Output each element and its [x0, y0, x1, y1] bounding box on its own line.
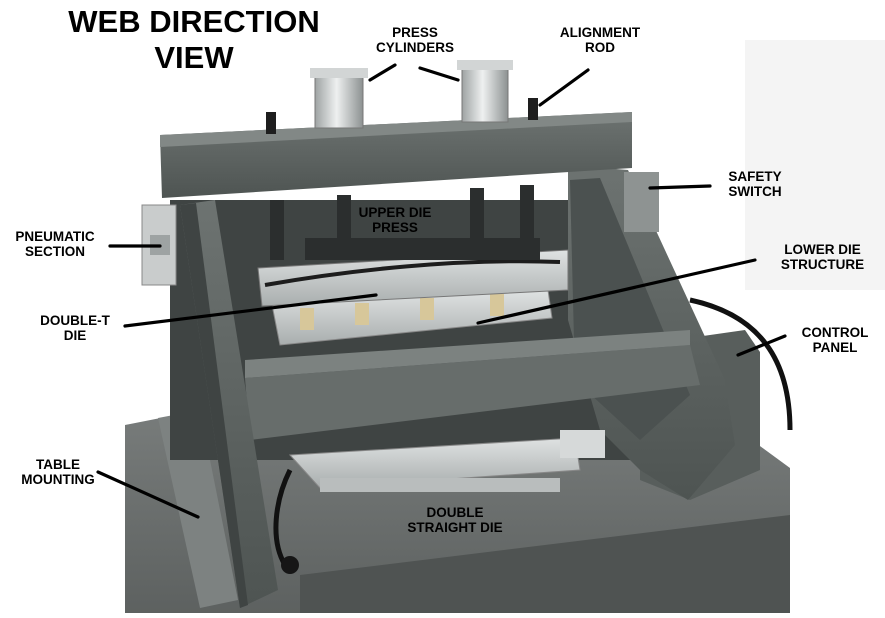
double-straight-die-base: [320, 478, 560, 492]
press-cylinder-left-cap: [310, 68, 368, 78]
front-crossbar: [245, 345, 700, 440]
callout-line-press-cylinder-right: [418, 66, 460, 82]
callout-line-control-panel: [736, 334, 787, 357]
label-pneumatic-section: PNEUMATIC SECTION: [15, 229, 95, 260]
label-upper-die-press: UPPER DIE PRESS: [358, 205, 432, 236]
left-column-shade: [180, 203, 248, 608]
label-double-t-die: DOUBLE-T DIE: [40, 313, 110, 344]
lower-die-block-4: [490, 294, 504, 316]
press-cylinder-right: [461, 63, 509, 123]
callout-line-lower-die-structure: [476, 258, 757, 325]
bottom-connector: [281, 556, 299, 574]
bottom-die-cable: [273, 468, 293, 567]
safety-switch-box: [624, 172, 659, 232]
front-crossbar-top: [245, 330, 690, 378]
table-front-edge: [300, 515, 790, 613]
lower-die-block-1: [300, 308, 314, 330]
callout-line-double-t-die: [123, 293, 378, 328]
title-line-2: VIEW: [154, 39, 234, 75]
label-control-panel: CONTROL PANEL: [801, 325, 869, 356]
guide-post-2: [337, 195, 351, 255]
upper-die-hose: [264, 259, 561, 287]
label-lower-die-structure: LOWER DIE STRUCTURE: [780, 242, 865, 273]
lower-die-block-2: [355, 303, 369, 325]
label-safety-switch: SAFETY SWITCH: [728, 169, 782, 200]
label-table-mounting: TABLE MOUNTING: [21, 457, 95, 488]
bottom-die-bracket: [560, 430, 605, 458]
callout-line-alignment-rod: [538, 68, 590, 107]
press-cylinder-left: [314, 71, 364, 129]
label-alignment-rod: ALIGNMENT ROD: [559, 25, 641, 56]
callout-line-safety-switch: [648, 184, 712, 190]
label-double-straight-die: DOUBLE STRAIGHT DIE: [407, 505, 503, 536]
alignment-rod-left: [266, 112, 276, 134]
callout-line-table-mounting: [96, 470, 200, 519]
alignment-rod-right: [528, 98, 538, 120]
page-title: WEB DIRECTION VIEW: [44, 4, 344, 75]
title-line-1: WEB DIRECTION: [68, 4, 320, 39]
guide-post-1: [270, 200, 284, 260]
guide-post-3: [470, 188, 484, 248]
press-cylinder-right-cap: [457, 60, 513, 70]
callout-line-press-cylinder-left: [368, 63, 397, 82]
callout-lines: [96, 63, 787, 519]
top-beam-face: [160, 112, 632, 147]
label-press-cylinders: PRESS CYLINDERS: [375, 25, 454, 56]
guide-post-4: [520, 185, 534, 245]
double-straight-die-plate: [288, 437, 581, 489]
background-sheet: [745, 40, 885, 290]
lower-die-block-3: [420, 298, 434, 320]
